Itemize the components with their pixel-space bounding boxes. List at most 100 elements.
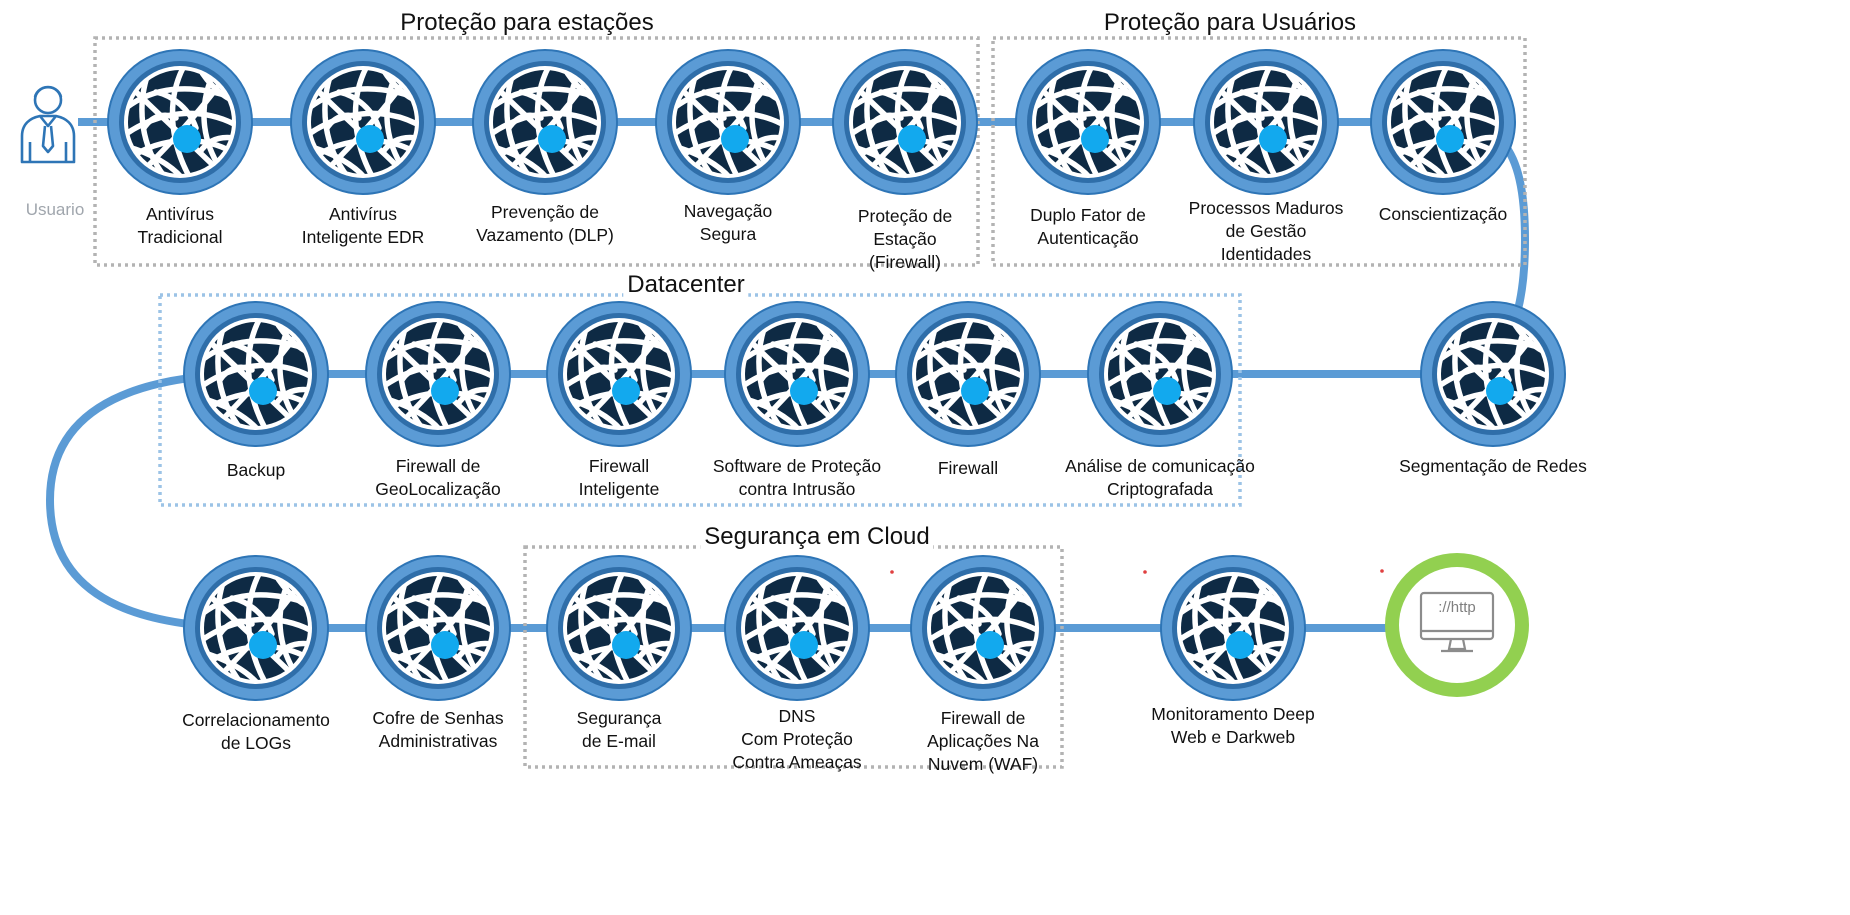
node-label-line: Firewall [937,458,999,478]
node-cofre-senhas[interactable] [365,555,511,701]
node-label-line: Nuvem (WAF) [927,754,1039,774]
node-label-protecao-estacao: Proteção de Estação (Firewall) [790,205,1020,274]
node-protecao-estacao[interactable] [832,49,978,195]
globe-icon [489,66,601,178]
node-monitoramento-darkweb[interactable] [1160,555,1306,701]
node-label-line: Contra Ameaças [732,752,862,772]
node-label-line: de LOGs [220,733,292,753]
node-dot-icon [961,377,989,405]
group-frame-usuarios [991,36,1527,267]
node-label-firewall-geolocalizacao: Firewall de GeoLocalização [323,455,553,501]
globe-icon [672,66,784,178]
node-backup[interactable] [183,301,329,447]
node-label-line: Segmentação de Redes [1399,456,1587,476]
globe-icon [1104,318,1216,430]
node-dlp[interactable] [472,49,618,195]
monitor-http-icon[interactable]: ://http [1385,553,1529,697]
node-software-intrusao[interactable] [724,301,870,447]
node-label-line: Proteção de [857,206,953,226]
group-title-usuarios: Proteção para Usuários [1099,10,1361,36]
node-label-line: Antivírus [328,204,398,224]
node-dot-icon [538,125,566,153]
globe-icon [1210,66,1322,178]
node-firewall-waf[interactable] [910,555,1056,701]
node-label-line: Aplicações Na [927,731,1039,751]
node-label-line: Com Proteção [741,729,853,749]
node-label-firewall: Firewall [853,457,1083,480]
node-firewall-geolocalizacao[interactable] [365,301,511,447]
node-label-line: Vazamento (DLP) [476,225,614,245]
node-seguranca-email[interactable] [546,555,692,701]
node-duplo-fator[interactable] [1015,49,1161,195]
node-dot-icon [1081,125,1109,153]
endpoint-text: ://http [1438,599,1476,616]
user-label: Usuario [25,200,85,219]
node-label-line: Autenticação [1037,228,1139,248]
node-analise-criptografada[interactable] [1087,301,1233,447]
node-label-line: Identidades [1220,244,1312,264]
globe-icon [563,572,675,684]
node-dot-icon [790,377,818,405]
decor-dot [1380,569,1384,573]
node-dot-icon [1486,377,1514,405]
globe-icon [382,572,494,684]
node-label-line: de E-mail [582,731,656,751]
node-label-line: Antivírus [145,204,215,224]
node-label-line: (Firewall) [869,252,941,272]
node-dot-icon [431,631,459,659]
globe-icon [912,318,1024,430]
node-label-line: Processos Maduros [1188,198,1344,218]
node-dot-icon [976,631,1004,659]
globe-icon [200,318,312,430]
globe-icon [1032,66,1144,178]
decor-dots [890,569,1384,574]
node-segmentacao-redes[interactable] [1420,301,1566,447]
node-dot-icon [721,125,749,153]
node-processos-identidades[interactable] [1193,49,1339,195]
node-firewall-inteligente[interactable] [546,301,692,447]
node-dot-icon [1153,377,1181,405]
node-dot-icon [612,631,640,659]
node-label-line: Inteligente EDR [301,227,425,247]
node-label-line: de Gestão [1225,221,1307,241]
node-label-line: DNS [778,706,816,726]
globe-icon [1177,572,1289,684]
node-dot-icon [1259,125,1287,153]
node-label-line: Web e Darkweb [1170,727,1296,747]
node-label-line: Correlacionamento [182,710,330,730]
node-dot-icon [1436,125,1464,153]
node-label-line: Conscientização [1378,204,1508,224]
node-label-line: Estação [873,229,937,249]
node-label-line: Monitoramento Deep [1151,704,1315,724]
node-dot-icon [790,631,818,659]
node-dot-icon [249,631,277,659]
node-label-line: Firewall de [395,456,481,476]
node-correlacionamento-logs[interactable] [183,555,329,701]
node-dot-icon [173,125,201,153]
node-navegacao-segura[interactable] [655,49,801,195]
node-label-line: GeoLocalização [375,479,501,499]
node-firewall[interactable] [895,301,1041,447]
node-label-line: Administrativas [378,731,498,751]
node-label-line: Tradicional [137,227,223,247]
globe-icon [382,318,494,430]
node-dot-icon [356,125,384,153]
node-label-line: Navegação [683,201,773,221]
node-antivirus-tradicional[interactable] [107,49,253,195]
node-dot-icon [249,377,277,405]
node-conscientizacao[interactable] [1370,49,1516,195]
globe-icon [927,572,1039,684]
node-dns-protecao[interactable] [724,555,870,701]
globe-icon [124,66,236,178]
node-label-segmentacao-redes: Segmentação de Redes [1378,455,1608,478]
node-label-line: Inteligente [578,479,660,499]
group-title-datacenter: Datacenter [623,272,749,298]
node-label-line: Software de Proteção [712,456,882,476]
node-antivirus-edr[interactable] [290,49,436,195]
node-label-line: contra Intrusão [738,479,856,499]
